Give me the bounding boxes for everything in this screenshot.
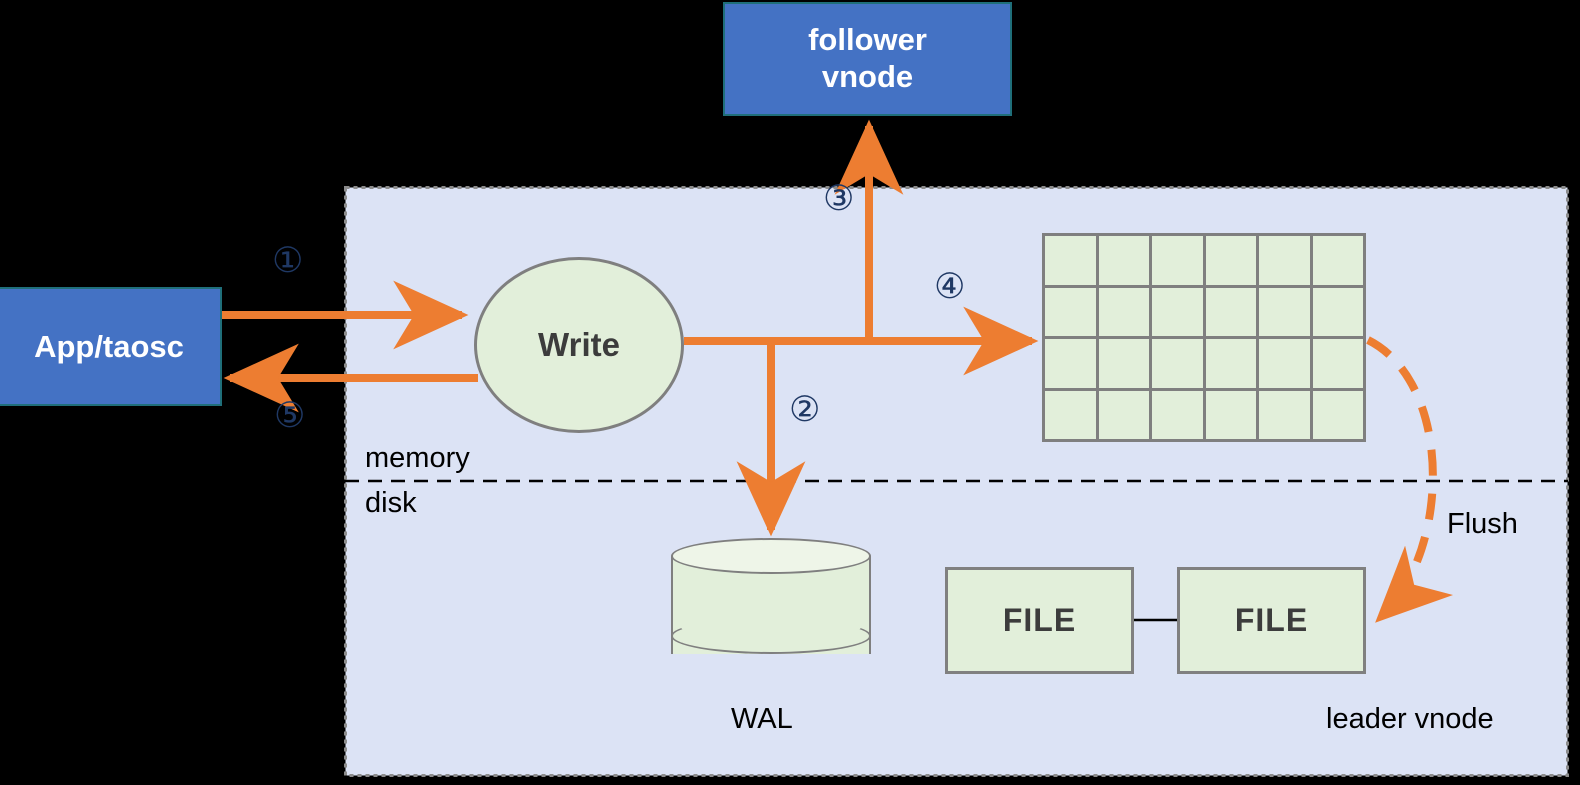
step-marker-4: ④ bbox=[934, 267, 966, 306]
wal-cylinder bbox=[671, 538, 871, 672]
leader-vnode-label: leader vnode bbox=[1326, 703, 1494, 735]
memtable-cell bbox=[1312, 236, 1363, 285]
memtable-cell bbox=[1152, 287, 1203, 336]
memtable-cell bbox=[1045, 390, 1096, 439]
step-marker-2: ② bbox=[789, 390, 821, 429]
write-label: Write bbox=[538, 326, 620, 363]
memtable-cell bbox=[1259, 339, 1310, 388]
follower-vnode-box[interactable]: follower vnode bbox=[723, 2, 1012, 116]
file-box-2-label: FILE bbox=[1234, 602, 1309, 638]
memtable-cell bbox=[1312, 287, 1363, 336]
memtable-cell bbox=[1152, 390, 1203, 439]
file-box-1[interactable]: FILE bbox=[945, 567, 1134, 674]
memtable-cell bbox=[1098, 236, 1149, 285]
memtable-cell bbox=[1045, 236, 1096, 285]
step-marker-3: ③ bbox=[823, 179, 855, 218]
disk-label: disk bbox=[365, 487, 417, 519]
app-taosc-label: App/taosc bbox=[34, 328, 184, 364]
write-node[interactable]: Write bbox=[474, 257, 684, 433]
memtable-cell bbox=[1205, 287, 1256, 336]
memory-label: memory bbox=[365, 442, 470, 474]
memtable-cell bbox=[1312, 339, 1363, 388]
file-box-2[interactable]: FILE bbox=[1177, 567, 1366, 674]
wal-cylinder-top bbox=[671, 538, 871, 574]
wal-label: WAL bbox=[731, 703, 793, 735]
memtable-cell bbox=[1259, 390, 1310, 439]
step-marker-1: ① bbox=[272, 241, 304, 280]
follower-vnode-label: follower vnode bbox=[808, 22, 927, 95]
memtable-cell bbox=[1045, 339, 1096, 388]
flush-label: Flush bbox=[1447, 508, 1518, 540]
memtable-cell bbox=[1098, 339, 1149, 388]
memtable-cell bbox=[1259, 287, 1310, 336]
memtable-cell bbox=[1098, 287, 1149, 336]
memtable-cell bbox=[1259, 236, 1310, 285]
memtable-cell bbox=[1098, 390, 1149, 439]
follower-vnode-line1: follower bbox=[808, 22, 927, 58]
memtable-cell bbox=[1045, 287, 1096, 336]
memtable-cell bbox=[1312, 390, 1363, 439]
memtable-grid bbox=[1042, 233, 1366, 442]
file-box-1-label: FILE bbox=[1002, 602, 1077, 638]
memtable-cell bbox=[1152, 339, 1203, 388]
wal-cylinder-bottom bbox=[671, 618, 871, 654]
app-taosc-box[interactable]: App/taosc bbox=[0, 287, 222, 406]
arrow-flush-dashed bbox=[1366, 336, 1453, 623]
memtable-cell bbox=[1152, 236, 1203, 285]
follower-vnode-line2: vnode bbox=[821, 59, 914, 94]
memtable-cell bbox=[1205, 339, 1256, 388]
step-marker-5: ⑤ bbox=[274, 396, 306, 435]
memtable-cell bbox=[1205, 390, 1256, 439]
memtable-cell bbox=[1205, 236, 1256, 285]
